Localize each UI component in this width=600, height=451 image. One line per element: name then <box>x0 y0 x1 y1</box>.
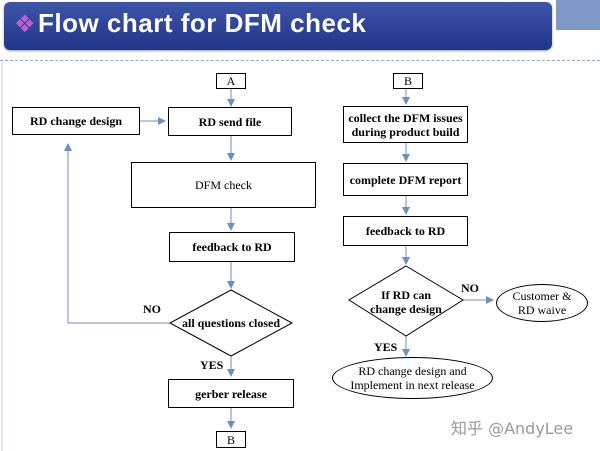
watermark: 知乎 @AndyLee <box>451 419 574 438</box>
page-title: Flow chart for DFM check <box>38 8 367 38</box>
no-label-right: NO <box>461 281 479 295</box>
rd-change-design-box: RD change design <box>12 107 140 135</box>
feedback-to-rd-box-left: feedback to RD <box>169 232 295 262</box>
terminal-b-left: B <box>216 431 246 448</box>
complete-dfm-report-box: complete DFM report <box>343 163 468 196</box>
decision-rd-can-change <box>348 265 464 337</box>
diamond-bullet-icon: ❖ <box>14 10 36 38</box>
arrow-no-loop <box>64 143 170 324</box>
decision-label-left: all questions closed <box>181 316 280 330</box>
no-label-left: NO <box>143 302 161 316</box>
gerber-release-box: gerber release <box>168 379 294 408</box>
title-bar: ❖ Flow chart for DFM check <box>4 2 552 50</box>
divider-line <box>0 60 600 61</box>
corner-decoration <box>556 0 600 30</box>
customer-rd-waive-ellipse: Customer & RD waive <box>496 284 588 322</box>
dfm-check-box: DFM check <box>131 162 316 208</box>
yes-label-right: YES <box>374 340 398 354</box>
terminal-b-right: B <box>393 73 423 89</box>
decision-all-questions-closed <box>168 289 294 357</box>
yes-label-left: YES <box>200 358 224 372</box>
decision-label-right: If RD can change design <box>370 288 442 316</box>
rd-send-file-box: RD send file <box>168 107 292 136</box>
terminal-a-left: A <box>216 73 246 89</box>
collect-dfm-issues-box: collect the DFM issues during product bu… <box>343 106 468 143</box>
feedback-to-rd-box-right: feedback to RD <box>343 216 468 246</box>
implement-next-release-ellipse: RD change design and Implement in next r… <box>332 357 493 399</box>
